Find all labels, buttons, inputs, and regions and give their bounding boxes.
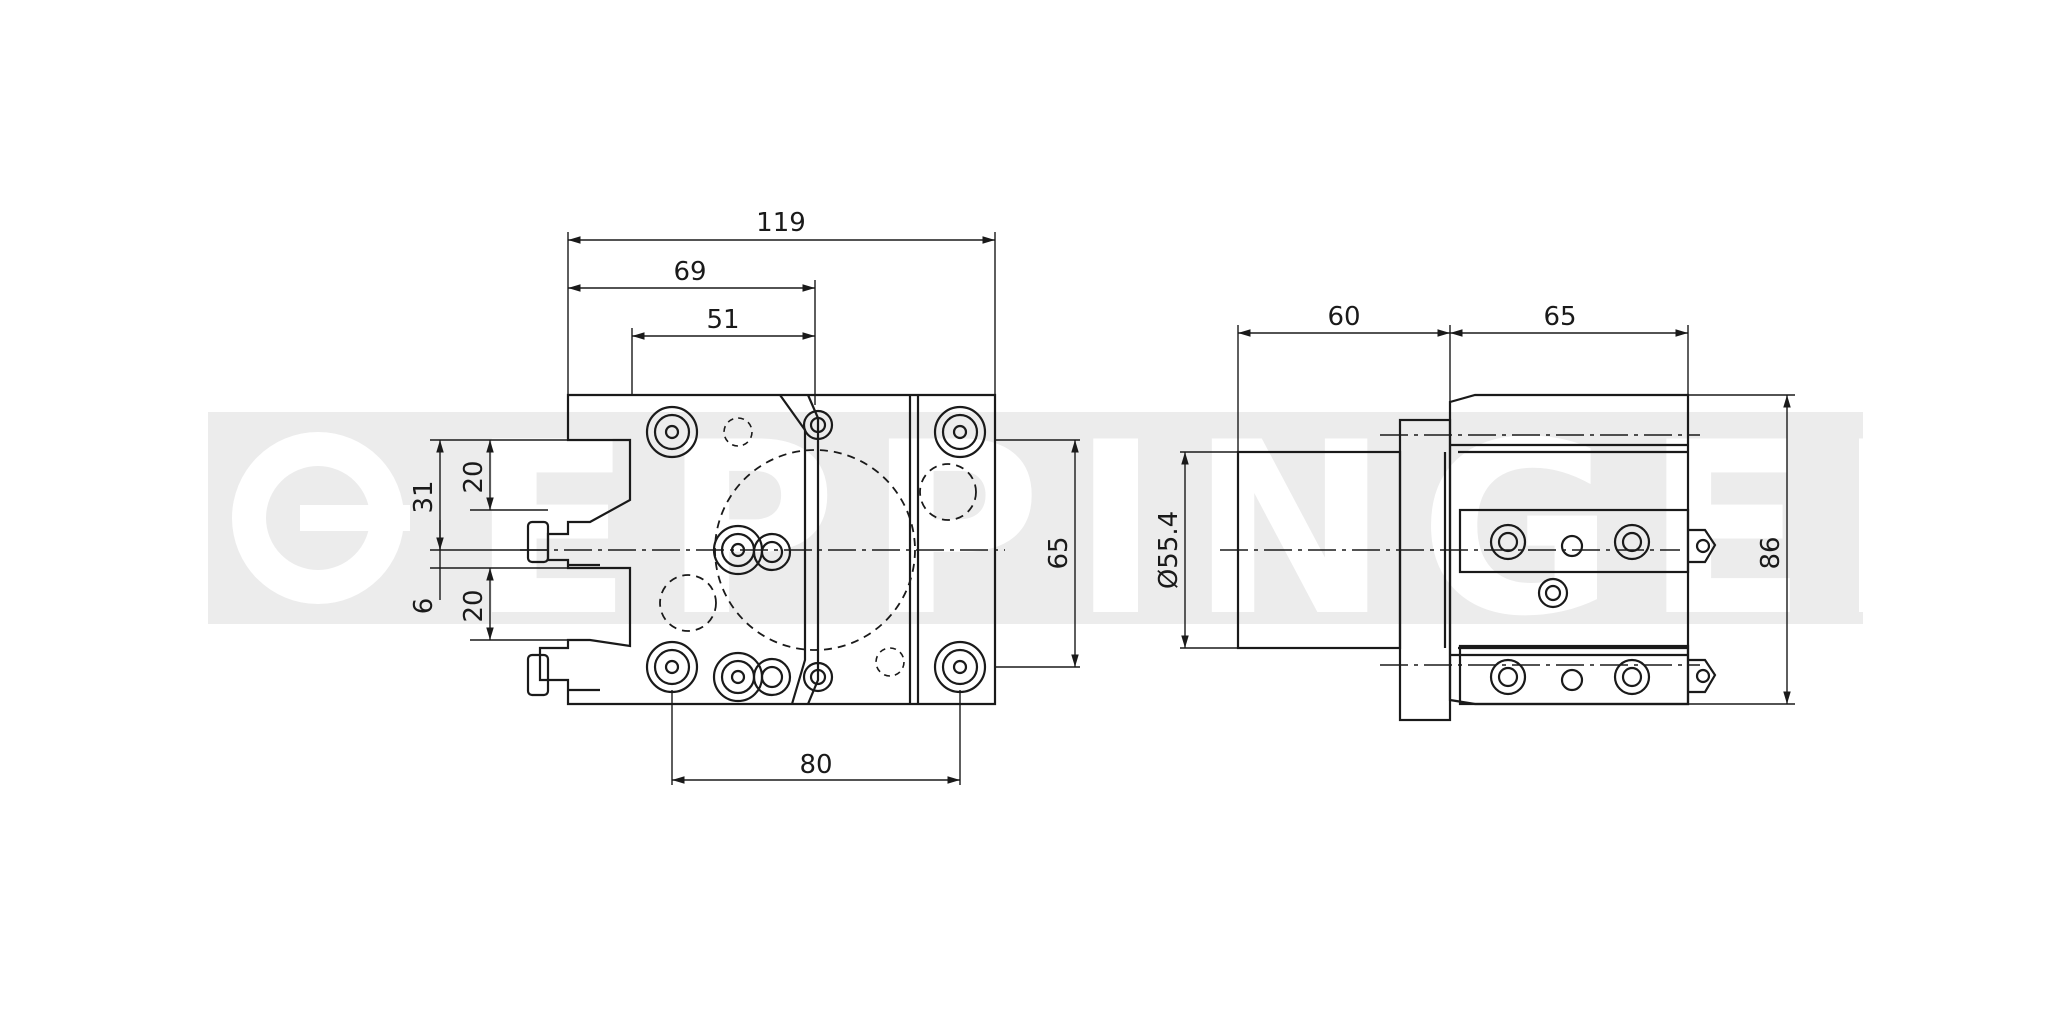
dimension-labels: 119 69 51 80 65 20 31 20 6 60 65 Ø55.4 8… <box>409 208 1786 780</box>
front-bolt-top-right <box>933 405 987 459</box>
dim-label-20-upper: 20 <box>459 460 489 493</box>
brand-watermark: EPPINGER <box>208 392 2050 669</box>
side-screw-mid <box>1537 577 1569 609</box>
front-hole-hidden-3 <box>723 417 753 447</box>
dim-label-65-side: 65 <box>1543 302 1576 332</box>
watermark-logo-icon <box>232 432 410 604</box>
dim-label-60: 60 <box>1327 302 1360 332</box>
front-screw-top <box>802 409 834 441</box>
dim-label-31: 31 <box>409 480 439 513</box>
front-hole-hidden-1 <box>919 463 977 521</box>
side-pin-lower <box>1688 658 1717 694</box>
side-bolts-lower <box>1489 658 1651 696</box>
dim-label-65-front: 65 <box>1044 536 1074 569</box>
front-wedge <box>779 394 807 705</box>
side-dimensions <box>1180 325 1795 705</box>
side-clamp-lower <box>1458 644 1690 706</box>
front-hole-hidden-2 <box>659 574 717 632</box>
dim-label-20-lower: 20 <box>459 589 489 622</box>
front-screw-bottom <box>802 661 834 693</box>
dim-label-69: 69 <box>673 257 706 287</box>
front-pin-lower <box>526 653 550 697</box>
dim-label-diameter: Ø55.4 <box>1154 511 1184 589</box>
side-bolts-upper <box>1489 523 1651 561</box>
dim-label-86: 86 <box>1756 536 1786 569</box>
dim-label-51: 51 <box>706 305 739 335</box>
dim-label-80: 80 <box>799 750 832 780</box>
front-dimensions <box>430 232 1080 785</box>
side-pin-upper <box>1688 528 1717 564</box>
front-hole-hidden-4 <box>875 647 905 677</box>
side-clamp-upper <box>1458 508 1690 574</box>
front-bolt-top-left <box>645 405 699 459</box>
watermark-band <box>208 412 1863 624</box>
front-adjust-screws-low <box>712 651 792 703</box>
front-body-outline <box>538 393 997 706</box>
watermark-brand-text: EPPINGER <box>470 392 2050 669</box>
dim-label-6: 6 <box>409 598 439 615</box>
dim-label-119: 119 <box>756 208 806 238</box>
front-pin-upper <box>526 520 550 564</box>
front-view <box>520 393 1005 706</box>
